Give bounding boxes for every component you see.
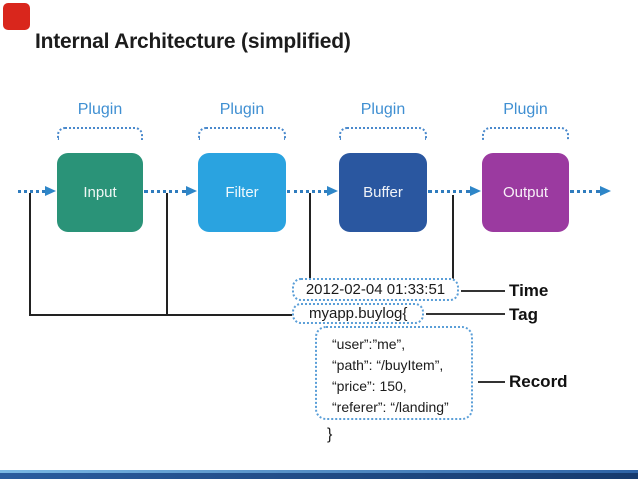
node-buffer-label: Buffer: [363, 184, 403, 201]
flow-dots: [18, 190, 45, 193]
record-label-line: [478, 381, 505, 383]
plugin-label-filter: Plugin: [219, 101, 265, 118]
footer-bar: [0, 473, 638, 479]
connector-line-filter-buffer: [309, 193, 311, 280]
node-filter: Filter: [198, 153, 286, 232]
node-filter-label: Filter: [225, 184, 259, 201]
node-output: Output: [482, 153, 569, 232]
flow-dots: [428, 190, 470, 193]
red-marker-icon: [3, 3, 30, 30]
flow-dots: [144, 190, 186, 193]
time-label: Time: [509, 281, 549, 300]
flow-arrowhead-icon: [600, 186, 611, 196]
connector-line-to-tag: [29, 314, 294, 316]
flow-arrowhead-icon: [470, 186, 481, 196]
time-value: 2012-02-04 01:33:51: [305, 281, 446, 298]
tag-value: myapp.buylog{: [309, 305, 408, 322]
record-box: “user”:”me”, “path”: “/buyItem”, “price”…: [315, 326, 473, 420]
plugin-bracket: [482, 127, 569, 140]
flow-arrowhead-icon: [327, 186, 338, 196]
connector-line-input-filter: [166, 193, 168, 315]
footer-gradient-line: [0, 470, 638, 473]
connector-line-pre-input: [29, 193, 31, 315]
record-line: “user”:”me”,: [332, 336, 406, 352]
plugin-bracket: [198, 127, 286, 140]
plugin-label-input: Plugin: [77, 101, 123, 118]
node-input: Input: [57, 153, 143, 232]
tag-label-line: [426, 313, 505, 315]
record-line: “referer”: “/landing”: [332, 399, 449, 415]
slide-title: Internal Architecture (simplified): [35, 30, 351, 53]
time-label-line: [461, 290, 505, 292]
flow-dots: [570, 190, 600, 193]
flow-arrowhead-icon: [45, 186, 56, 196]
node-buffer: Buffer: [339, 153, 427, 232]
record-line: “path”: “/buyItem”,: [332, 357, 444, 373]
record-closing-brace: }: [327, 426, 333, 443]
tag-box: myapp.buylog{: [292, 303, 424, 324]
tag-label: Tag: [509, 305, 538, 324]
record-label: Record: [509, 372, 568, 391]
plugin-bracket: [57, 127, 143, 140]
time-box: 2012-02-04 01:33:51: [292, 278, 459, 301]
plugin-label-output: Plugin: [503, 101, 548, 118]
plugin-bracket: [339, 127, 427, 140]
node-output-label: Output: [502, 184, 549, 201]
record-line: “price”: 150,: [332, 378, 407, 394]
connector-line-buffer-output: [452, 195, 454, 280]
plugin-label-buffer: Plugin: [360, 101, 406, 118]
flow-dots: [287, 190, 327, 193]
node-input-label: Input: [83, 184, 117, 201]
flow-arrowhead-icon: [186, 186, 197, 196]
